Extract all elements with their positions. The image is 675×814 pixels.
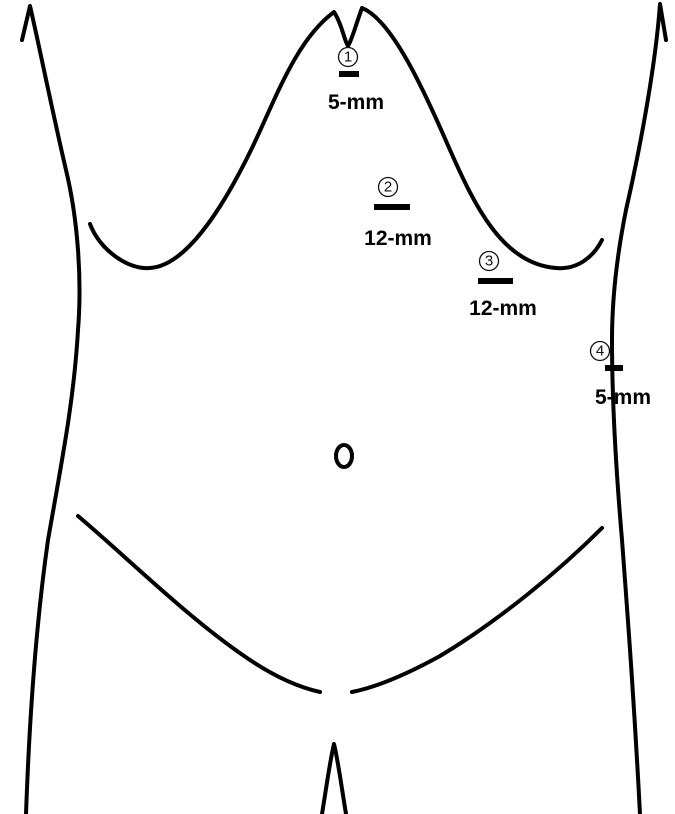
port-2-incision (374, 204, 410, 210)
torso-right-contour (610, 2, 668, 814)
port-3-size-label: 12-mm (469, 297, 537, 320)
port-4-size-label: 5-mm (595, 386, 651, 409)
port-4: 4 5-mm (589, 340, 651, 409)
torso-left-contour (20, 4, 82, 814)
port-2-size-label: 12-mm (364, 227, 432, 250)
port-1-badge (337, 46, 359, 68)
groin-contour (320, 742, 348, 814)
port-1-incision (339, 71, 359, 77)
port-2-badge (377, 176, 399, 198)
port-1-number: 1 (344, 49, 352, 66)
port-2: 2 12-mm (364, 176, 432, 250)
left-inguinal-line (76, 514, 322, 694)
right-inguinal-line (350, 526, 604, 694)
port-3-number: 3 (485, 253, 493, 270)
port-3: 3 12-mm (469, 250, 537, 320)
port-1-size-label: 5-mm (328, 91, 384, 114)
umbilicus (334, 443, 354, 469)
port-1: 1 5-mm (328, 46, 384, 114)
port-4-incision (605, 365, 623, 371)
port-4-number: 4 (596, 343, 604, 360)
port-3-badge (478, 250, 500, 272)
port-3-incision (478, 278, 513, 284)
rib-cage-line (88, 6, 604, 271)
port-4-badge (589, 340, 611, 362)
port-2-number: 2 (384, 179, 392, 196)
